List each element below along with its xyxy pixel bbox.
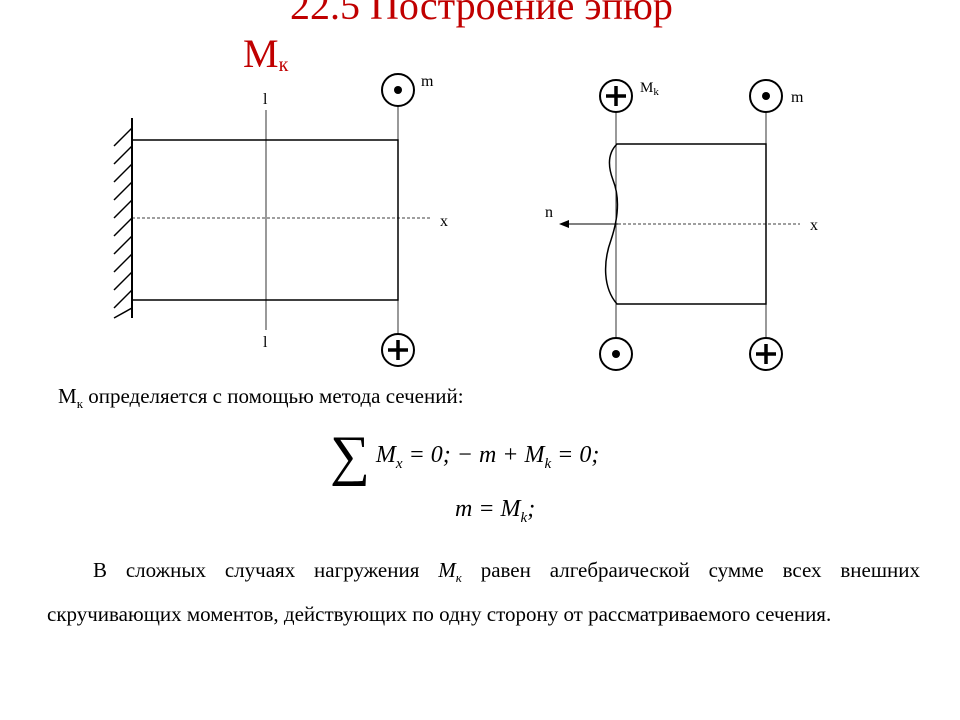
torsion-diagram: x l l m n x Mk	[113, 73, 818, 371]
internal-moment-plus-icon	[599, 79, 633, 113]
paragraph-symbol-sub: к	[455, 570, 462, 586]
equilibrium-equation: ∑ Mx = 0; − m + Mk = 0;	[330, 425, 600, 487]
slide-subtitle: Мк	[243, 31, 289, 76]
external-moment-plus-icon	[749, 337, 783, 371]
result-equation: m = Mk;	[455, 496, 536, 526]
internal-moment-label: Mk	[640, 80, 659, 98]
paragraph-symbol: М	[438, 558, 456, 582]
moment-label-m: m	[421, 73, 434, 90]
section-label-bottom: l	[263, 334, 268, 351]
subtitle-subscript: к	[278, 54, 289, 76]
external-moment-label: m	[791, 89, 804, 106]
moment-dot-icon	[381, 73, 415, 107]
section-label-top: l	[263, 91, 268, 108]
right-diagram: n x Mk m	[545, 79, 818, 371]
left-diagram: x l l m	[113, 73, 448, 367]
subtitle-symbol: М	[243, 31, 279, 76]
external-moment-dot-icon	[749, 79, 783, 113]
axis-label-x: x	[440, 213, 448, 230]
method-description: Мк определяется с помощью метода сечений…	[58, 384, 464, 412]
method-symbol-sub: к	[76, 396, 84, 412]
slide-title: 22.5 Построение эпюр	[290, 0, 673, 28]
axis-label-x-right: x	[810, 217, 818, 234]
internal-moment-dot-icon	[599, 337, 633, 371]
normal-label: n	[545, 204, 553, 221]
shaft-beam	[131, 139, 399, 301]
method-text: определяется с помощью метода сечений:	[83, 384, 464, 408]
explanation-paragraph: В сложных случаях нагружения Мк равен ал…	[47, 558, 920, 627]
cut-section-part	[604, 143, 767, 305]
sum-sign-icon: ∑	[330, 425, 370, 487]
method-symbol: М	[58, 384, 77, 408]
wall-hatching	[113, 127, 133, 319]
moment-plus-icon	[381, 333, 415, 367]
